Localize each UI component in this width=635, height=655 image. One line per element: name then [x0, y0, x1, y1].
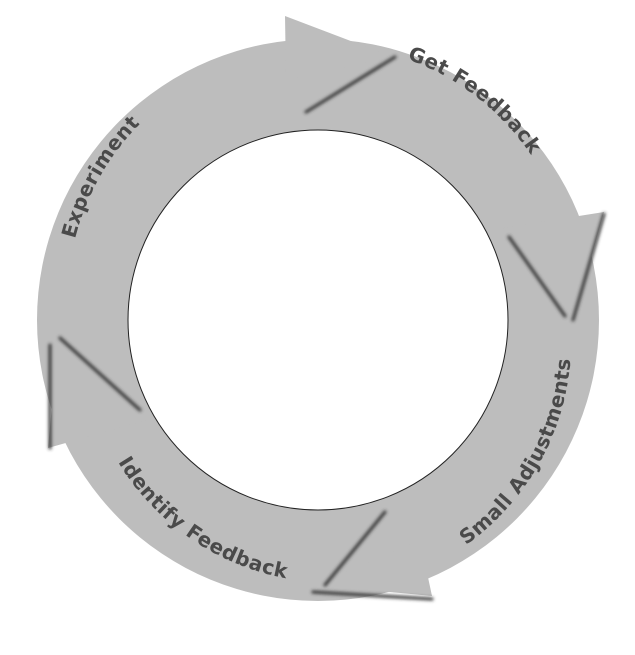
ring-band [37, 39, 599, 601]
center-circle [127, 129, 509, 511]
arrow-shadows [48, 55, 606, 601]
arrow-shadow-bottom-a [311, 590, 434, 601]
arrow-shadow-right [507, 235, 567, 318]
arrowhead-bottom [316, 540, 432, 596]
arrow-shadow-top-b [571, 212, 606, 322]
arrowhead-top [285, 16, 393, 80]
arrow-shadow-bottom-b [323, 510, 387, 587]
arrow-shadow-top [304, 55, 397, 114]
cycle-ring [37, 16, 604, 601]
arrow-shadow-left-a [58, 336, 142, 412]
arrowhead-right [503, 212, 604, 322]
arrowhead-left [48, 342, 147, 448]
